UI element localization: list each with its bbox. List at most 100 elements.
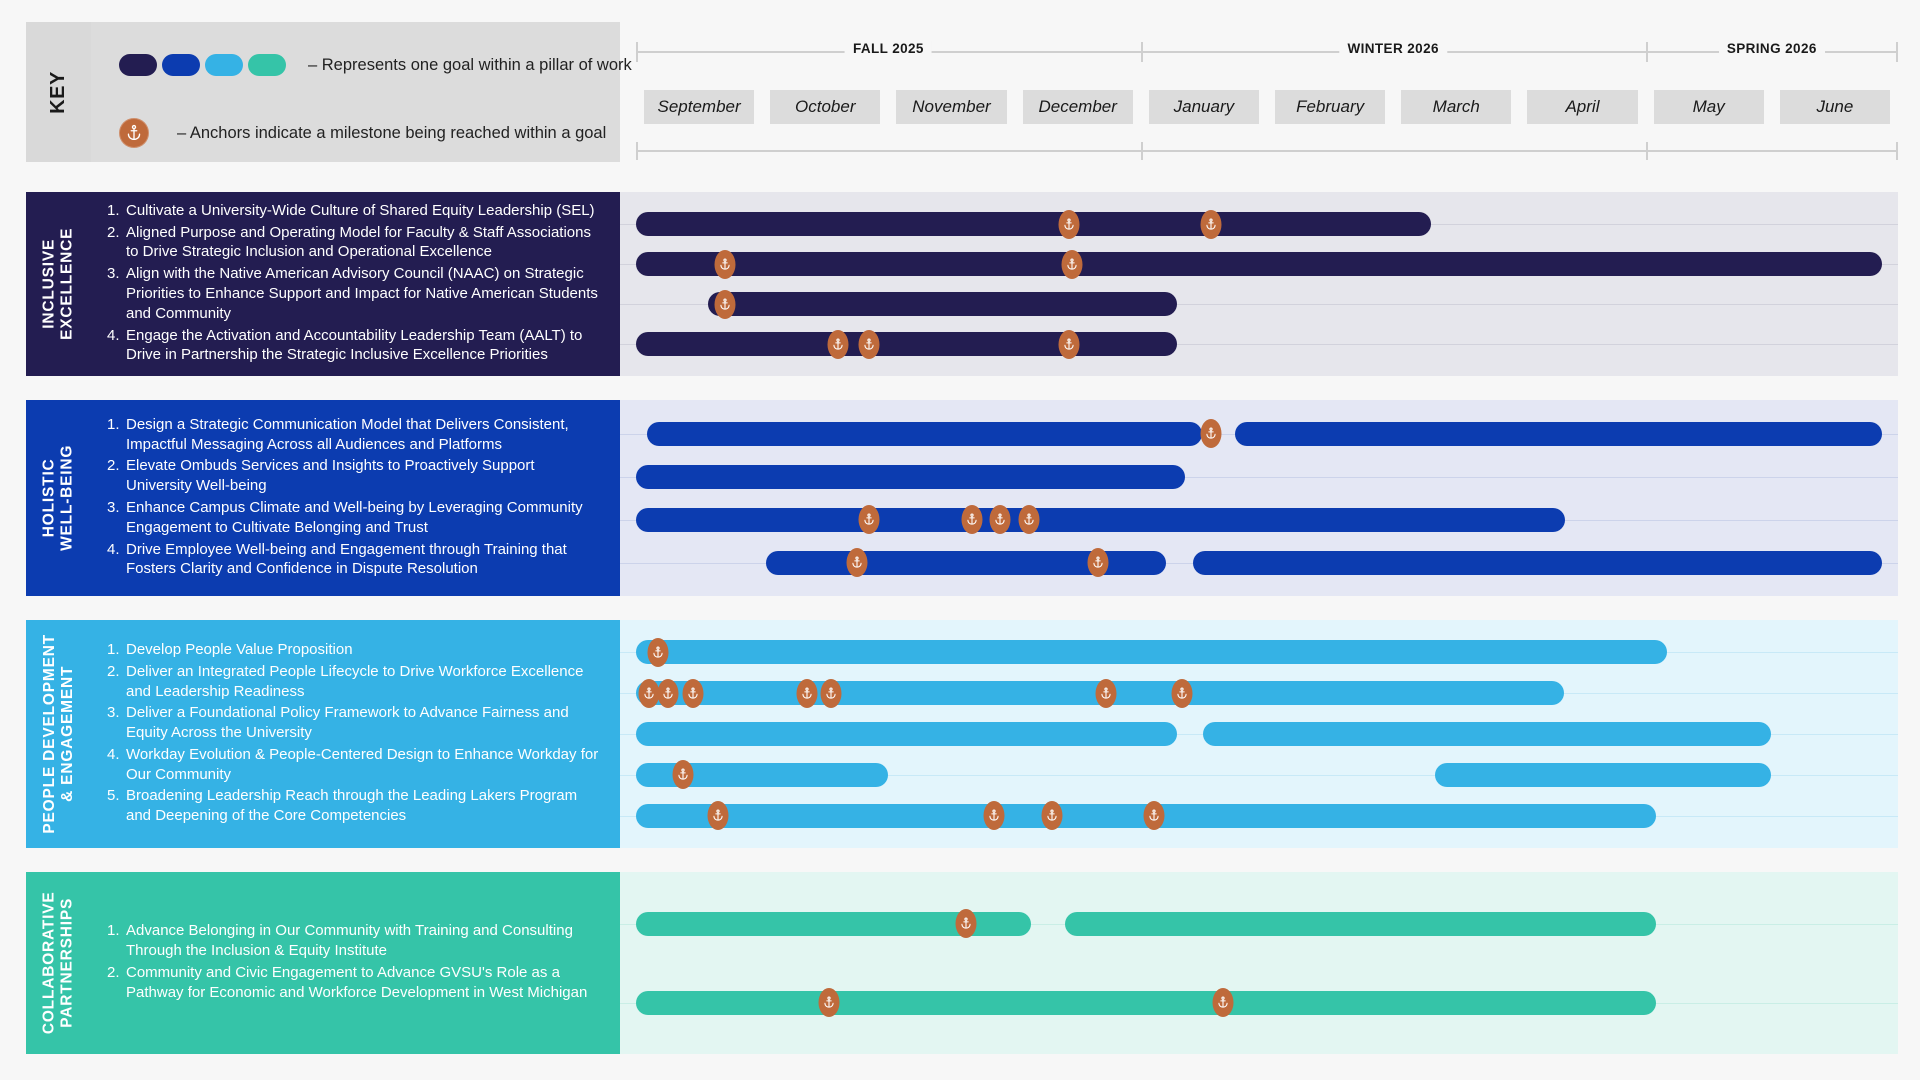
pillar-tab[interactable]: PEOPLE DEVELOPMENT& ENGAGEMENT [26, 620, 91, 848]
goal-item[interactable]: 4.Workday Evolution & People-Centered De… [91, 745, 602, 785]
milestone-anchor-icon[interactable] [961, 505, 983, 534]
milestone-anchor-icon[interactable] [1200, 210, 1222, 239]
goal-text: Community and Civic Engagement to Advanc… [126, 964, 588, 1001]
milestone-anchor-icon[interactable] [1171, 679, 1193, 708]
milestone-anchor-icon[interactable] [820, 679, 842, 708]
milestone-anchor-icon[interactable] [1018, 505, 1040, 534]
milestone-anchor-icon[interactable] [647, 638, 669, 667]
gantt-bar[interactable] [636, 722, 1177, 746]
milestone-anchor-icon[interactable] [714, 250, 736, 279]
milestone-anchor-icon[interactable] [638, 679, 660, 708]
goal-text: Enhance Campus Climate and Well-being by… [126, 499, 583, 536]
gantt-bar[interactable] [1203, 722, 1771, 746]
goal-text: Advance Belonging in Our Community with … [126, 922, 573, 960]
milestone-anchor-icon[interactable] [818, 988, 840, 1017]
milestone-anchor-icon[interactable] [858, 330, 880, 359]
key-row-swatches: – Represents one goal within a pillar of… [119, 54, 632, 76]
gantt-bar[interactable] [1234, 422, 1882, 446]
gantt-bar[interactable] [636, 332, 1177, 356]
gantt-bar[interactable] [1435, 763, 1771, 787]
milestone-anchor-icon[interactable] [1143, 801, 1165, 830]
goal-item[interactable]: 1.Cultivate a University-Wide Culture of… [91, 201, 602, 221]
gridline [620, 304, 1898, 305]
goal-item[interactable]: 1. Advance Belonging in Our Community wit… [91, 921, 602, 961]
goal-text: Broadening Leadership Reach through the … [126, 787, 578, 825]
milestone-anchor-icon[interactable] [682, 679, 704, 708]
goal-item[interactable]: 2.Deliver an Integrated People Lifecycle… [91, 662, 602, 702]
goal-item[interactable]: 4.Drive Employee Well-being and Engageme… [91, 540, 602, 580]
goal-list: 1.Cultivate a University-Wide Culture of… [91, 201, 620, 367]
gantt-bar[interactable] [1192, 551, 1882, 575]
milestone-anchor-icon[interactable] [657, 679, 679, 708]
gantt-bar[interactable] [1065, 912, 1657, 936]
milestone-anchor-icon[interactable] [796, 679, 818, 708]
month-chip-april[interactable]: April [1527, 90, 1638, 124]
milestone-anchor-icon[interactable] [707, 801, 729, 830]
goal-number: 1. [107, 922, 120, 940]
goal-number: 1. [107, 415, 120, 433]
gantt-bar[interactable] [708, 292, 1177, 316]
goal-text: Drive Employee Well-being and Engagement… [126, 540, 567, 578]
gantt-bar[interactable] [636, 465, 1186, 489]
goal-number: 1. [107, 640, 120, 658]
goal-number: 5. [107, 787, 120, 805]
goal-item[interactable]: 2.Aligned Purpose and Operating Model fo… [91, 223, 602, 263]
milestone-anchor-icon[interactable] [827, 330, 849, 359]
milestone-anchor-icon[interactable] [858, 505, 880, 534]
milestone-anchor-icon[interactable] [1061, 250, 1083, 279]
month-chip-may[interactable]: May [1653, 90, 1764, 124]
goal-item[interactable]: 3.Align with the Native American Advisor… [91, 264, 602, 323]
milestone-anchor-icon[interactable] [1095, 679, 1117, 708]
goal-item[interactable]: 3.Deliver a Foundational Policy Framewor… [91, 703, 602, 743]
gantt-bar[interactable] [636, 508, 1566, 532]
milestone-anchor-icon[interactable] [983, 801, 1005, 830]
goal-number: 4. [107, 326, 120, 344]
gantt-bar[interactable] [636, 991, 1657, 1015]
pillar-goal-list: 1.Design a Strategic Communication Model… [91, 400, 620, 596]
month-chip-february[interactable]: February [1275, 90, 1386, 124]
month-chip-november[interactable]: November [896, 90, 1007, 124]
season-label: SPRING 2026 [1718, 41, 1825, 56]
milestone-anchor-icon[interactable] [714, 290, 736, 319]
pillar-gantt-track [620, 400, 1898, 596]
milestone-anchor-icon[interactable] [989, 505, 1011, 534]
milestone-anchor-icon[interactable] [1212, 988, 1234, 1017]
milestone-anchor-icon[interactable] [1058, 330, 1080, 359]
milestone-anchor-icon[interactable] [1058, 210, 1080, 239]
month-chip-march[interactable]: March [1401, 90, 1512, 124]
month-chip-september[interactable]: September [644, 90, 755, 124]
gantt-bar[interactable] [646, 422, 1202, 446]
milestone-anchor-icon[interactable] [1087, 548, 1109, 577]
month-chip-january[interactable]: January [1148, 90, 1259, 124]
goal-item[interactable]: 2.Elevate Ombuds Services and Insights t… [91, 456, 602, 496]
milestone-anchor-icon[interactable] [672, 760, 694, 789]
timeline-tick [1896, 142, 1898, 160]
goal-item[interactable]: 3.Enhance Campus Climate and Well-being … [91, 498, 602, 538]
milestone-anchor-icon[interactable] [955, 909, 977, 938]
gantt-bar[interactable] [636, 640, 1668, 664]
season-label: FALL 2025 [844, 41, 932, 56]
pillar-gantt-track [620, 192, 1898, 376]
month-chip-december[interactable]: December [1022, 90, 1133, 124]
goal-item[interactable]: 4.Engage the Activation and Accountabili… [91, 326, 602, 366]
milestone-anchor-icon[interactable] [846, 548, 868, 577]
milestone-anchor-icon[interactable] [1200, 419, 1222, 448]
goal-item[interactable]: 1.Design a Strategic Communication Model… [91, 415, 602, 455]
month-chip-june[interactable]: June [1779, 90, 1890, 124]
milestone-anchor-icon[interactable] [1041, 801, 1063, 830]
gantt-bar[interactable] [636, 252, 1882, 276]
goal-item[interactable]: 5. Broadening Leadership Reach through th… [91, 786, 602, 826]
goal-item[interactable]: 1.Develop People Value Proposition [91, 640, 602, 660]
goal-item[interactable]: 2.Community and Civic Engagement to Adva… [91, 963, 602, 1003]
gantt-bar[interactable] [636, 212, 1432, 236]
month-chip-october[interactable]: October [770, 90, 881, 124]
